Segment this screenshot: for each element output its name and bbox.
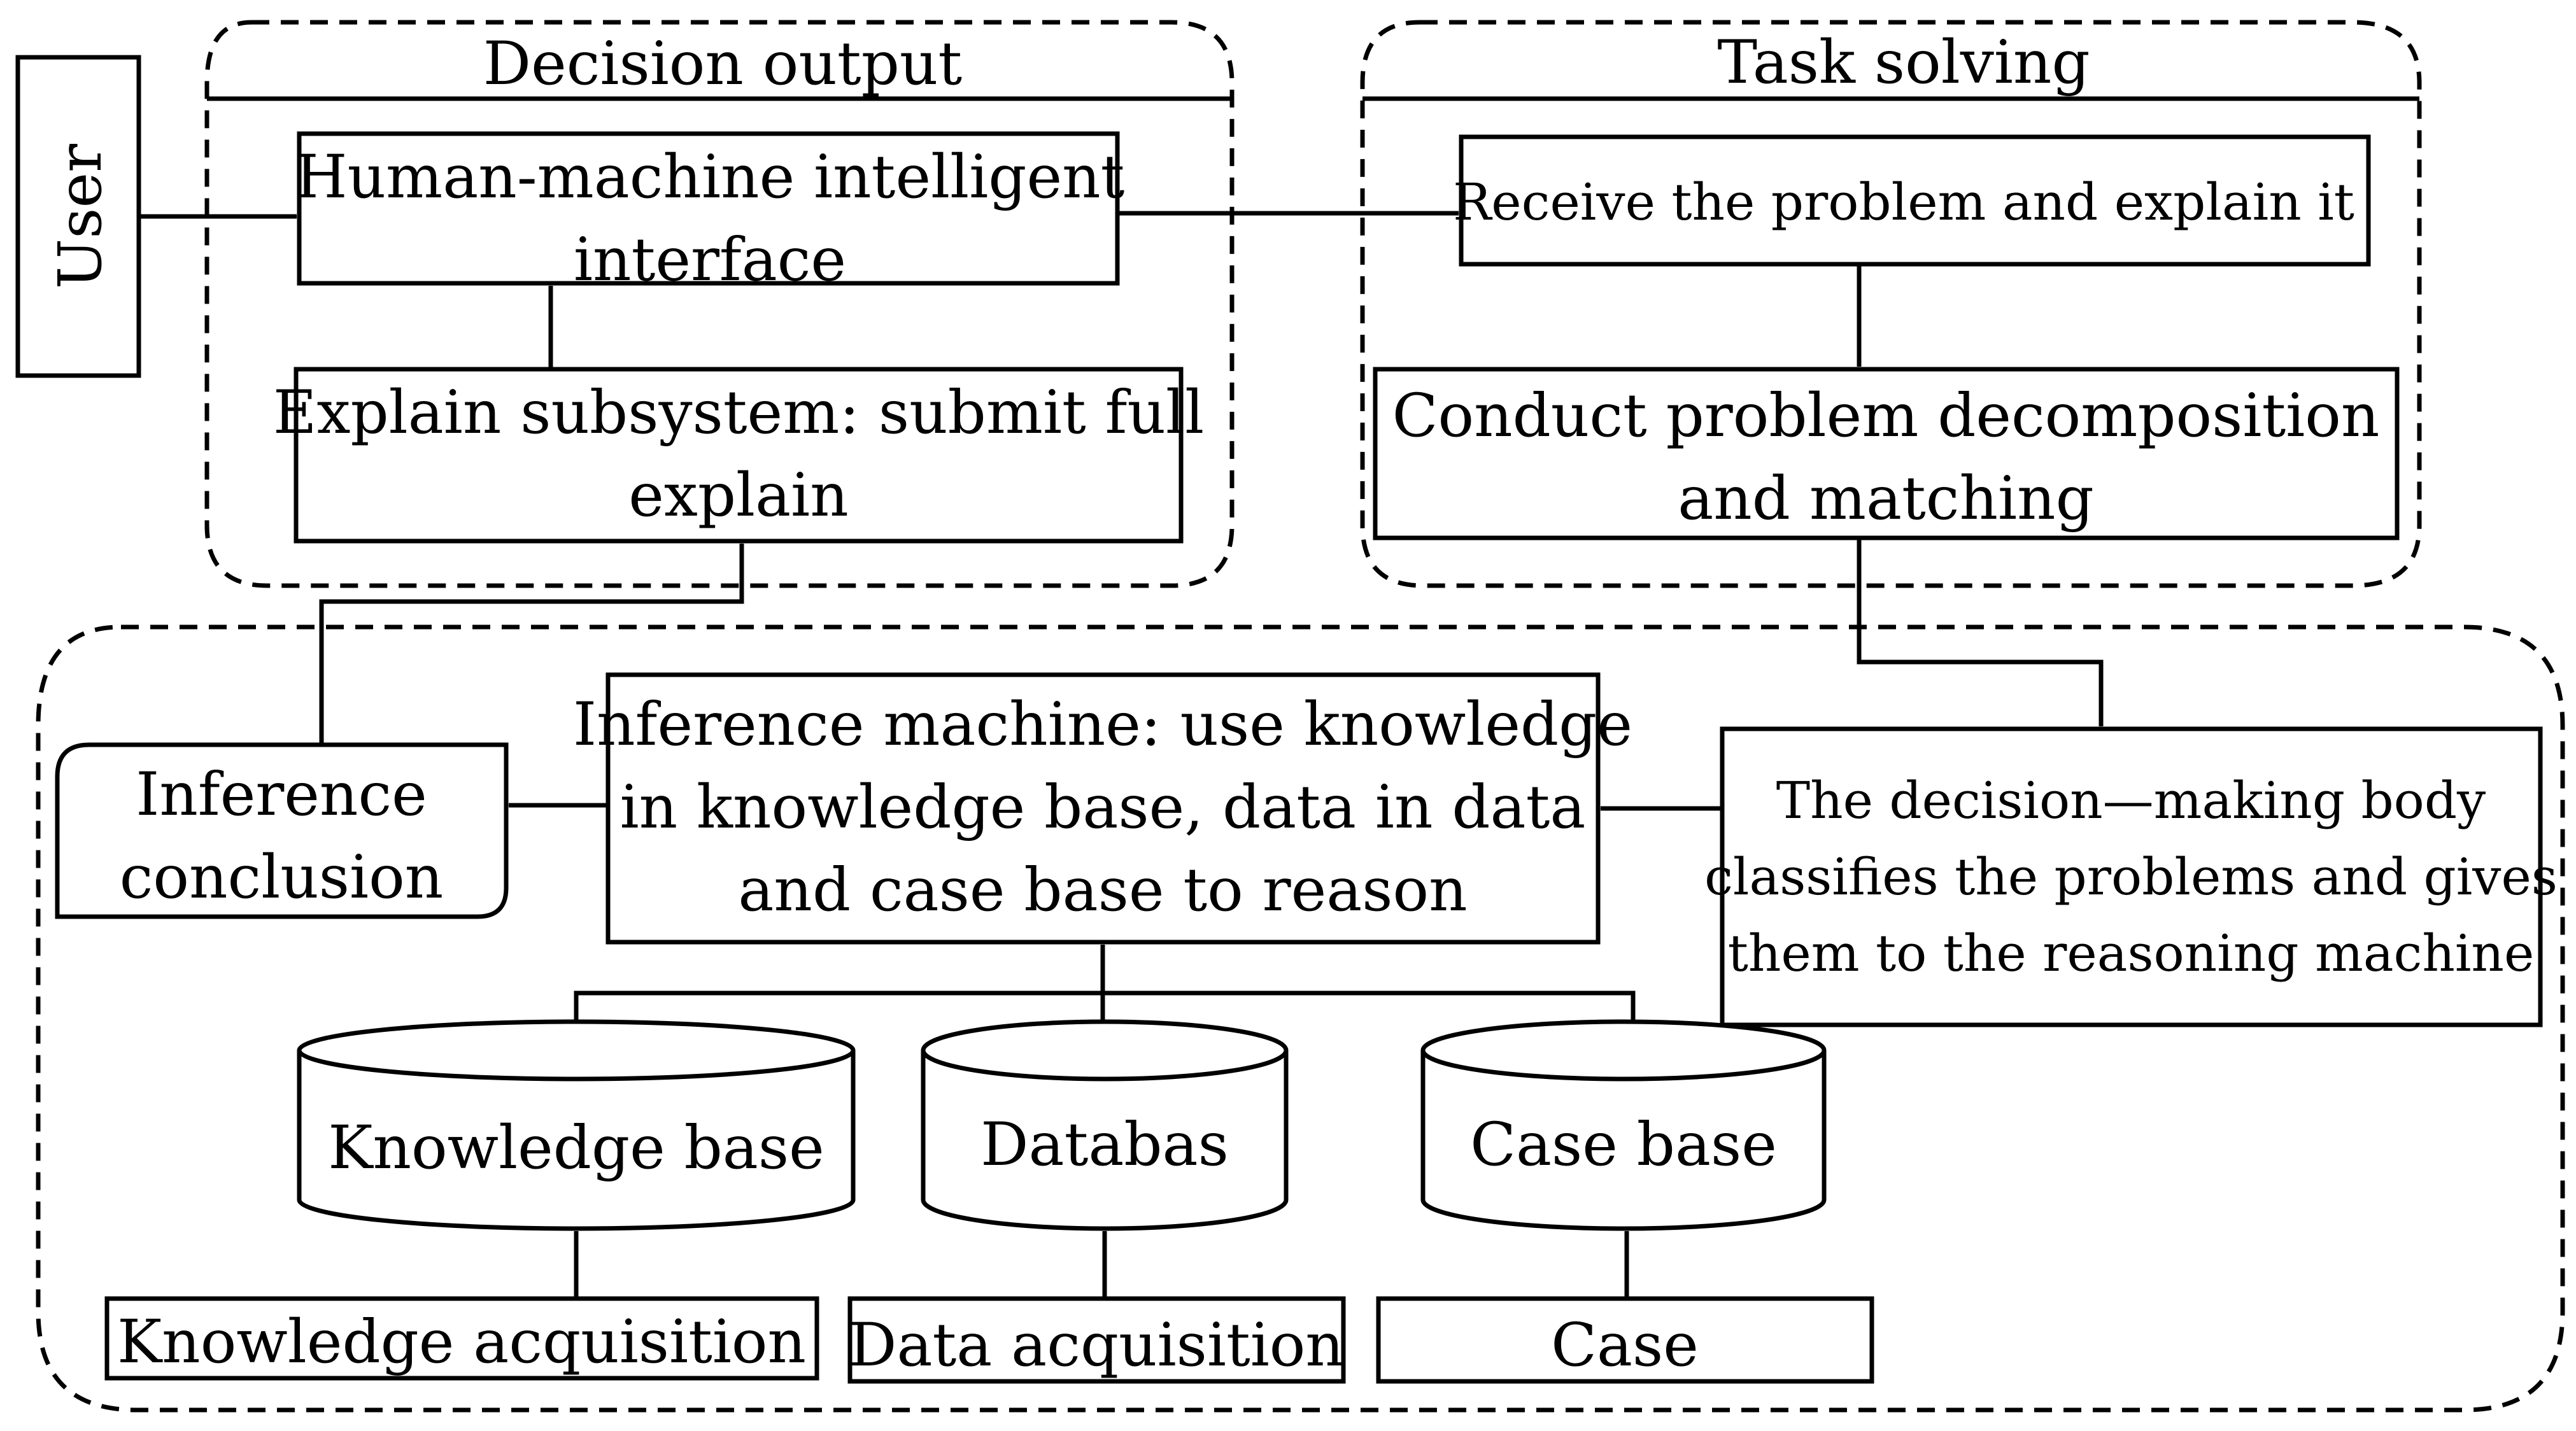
- decompose-line2: and matching: [1678, 464, 2094, 533]
- hmi-line2: interface: [574, 225, 846, 295]
- inference-machine-line3: and case base to reason: [738, 856, 1467, 925]
- decision-body-line1: The decision—making body: [1776, 771, 2486, 830]
- hmi-line1: Human-machine intelligent: [295, 143, 1125, 212]
- task-solving-title: Task solving: [1717, 28, 2090, 97]
- connectors: [139, 211, 2104, 1299]
- inference-conclusion-line1: Inference: [136, 760, 427, 829]
- case-box: Case: [1376, 1296, 1874, 1384]
- decision-body-line2: classifies the problems and gives: [1704, 847, 2558, 906]
- receive-label: Receive the problem and explain it: [1453, 173, 2354, 232]
- user-label: User: [46, 144, 115, 289]
- decision-body-box: The decision—making body classifies the …: [1704, 726, 2558, 1027]
- inference-machine-box: Inference machine: use knowledge in know…: [573, 672, 1632, 945]
- knowledge-acquisition-label: Knowledge acquisition: [117, 1308, 806, 1377]
- database-label: Databas: [980, 1110, 1229, 1180]
- explain-line2: explain: [628, 461, 849, 530]
- data-acquisition-box: Data acquisition: [847, 1296, 1346, 1384]
- decompose-line1: Conduct problem decomposition: [1392, 381, 2380, 451]
- decision-body-line3: them to the reasoning machine: [1728, 924, 2535, 983]
- explain-line1: Explain subsystem: submit full: [273, 378, 1204, 448]
- inference-machine-line1: Inference machine: use knowledge: [573, 690, 1632, 759]
- inference-conclusion-line2: conclusion: [120, 843, 443, 912]
- database-cylinder: Databas: [921, 1019, 1289, 1231]
- case-label: Case: [1551, 1311, 1699, 1380]
- decompose-box: Conduct problem decomposition and matchi…: [1373, 367, 2400, 540]
- decision-output-title: Decision output: [483, 29, 963, 99]
- arrow-decompose-decision-body: [1857, 538, 2104, 727]
- user-box: User: [15, 55, 141, 378]
- inference-conclusion-box: Inference conclusion: [55, 742, 509, 919]
- case-base-label: Case base: [1470, 1110, 1777, 1180]
- case-base-cylinder: Case base: [1420, 1019, 1827, 1231]
- hmi-box: Human-machine intelligent interface: [295, 131, 1125, 295]
- group-task-solving: Task solving: [1360, 20, 2422, 588]
- group-reasoning: [36, 624, 2565, 1413]
- arrow-conclusion-explain: [319, 543, 744, 745]
- data-acquisition-label: Data acquisition: [849, 1311, 1344, 1380]
- inference-machine-line2: in knowledge base, data in data: [620, 773, 1586, 842]
- knowledge-acquisition-box: Knowledge acquisition: [104, 1296, 819, 1381]
- knowledge-base-label: Knowledge base: [328, 1113, 824, 1183]
- knowledge-base-cylinder: Knowledge base: [297, 1019, 856, 1231]
- receive-box: Receive the problem and explain it: [1453, 134, 2371, 267]
- explain-box: Explain subsystem: submit full explain: [273, 367, 1204, 544]
- group-decision-output: Decision output: [204, 20, 1235, 588]
